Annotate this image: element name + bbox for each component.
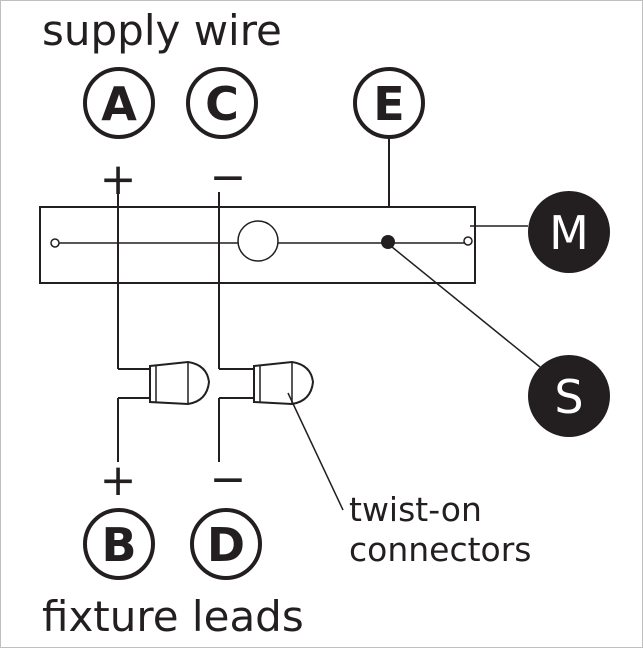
twist-on-connector-minus-ridges — [259, 362, 293, 404]
twist-on-connector-plus-ridges — [155, 362, 189, 404]
bottom-minus-sign: − — [210, 454, 247, 505]
badge-m-circle — [528, 191, 610, 273]
twist-on-connector-minus — [253, 360, 315, 406]
terminal-c-circle — [186, 67, 258, 139]
terminal-e-letter: E — [373, 77, 404, 131]
supply-wire-label: supply wire — [42, 6, 282, 55]
top-plus-sign: + — [100, 154, 137, 205]
mounting-bracket — [39, 206, 476, 284]
bracket-hole-right — [463, 236, 473, 246]
badge-s-letter: S — [554, 370, 583, 424]
terminal-b-circle — [83, 508, 155, 580]
terminal-d-circle — [190, 508, 262, 580]
terminal-b-letter: B — [101, 518, 136, 572]
badge-s-circle — [528, 355, 610, 437]
twist-on-label-line2: connectors — [349, 530, 532, 569]
badge-m-letter: M — [549, 206, 589, 260]
terminal-d-letter: D — [207, 518, 245, 572]
terminal-e-circle — [353, 67, 425, 139]
ground-screw — [381, 235, 395, 249]
twist-on-connector-plus — [149, 360, 211, 406]
bottom-plus-sign: + — [100, 455, 137, 506]
connectors-leader-line — [287, 392, 344, 511]
fixture-leads-label: fixture leads — [42, 592, 304, 641]
terminal-a-circle — [83, 67, 155, 139]
s-leader-line — [391, 246, 541, 368]
bracket-center-hole — [237, 220, 279, 262]
bracket-hole-left — [50, 238, 60, 248]
terminal-a-letter: A — [101, 77, 137, 131]
twist-on-label-line1: twist-on — [349, 490, 482, 529]
terminal-c-letter: C — [205, 77, 239, 131]
top-minus-sign: − — [210, 152, 247, 203]
